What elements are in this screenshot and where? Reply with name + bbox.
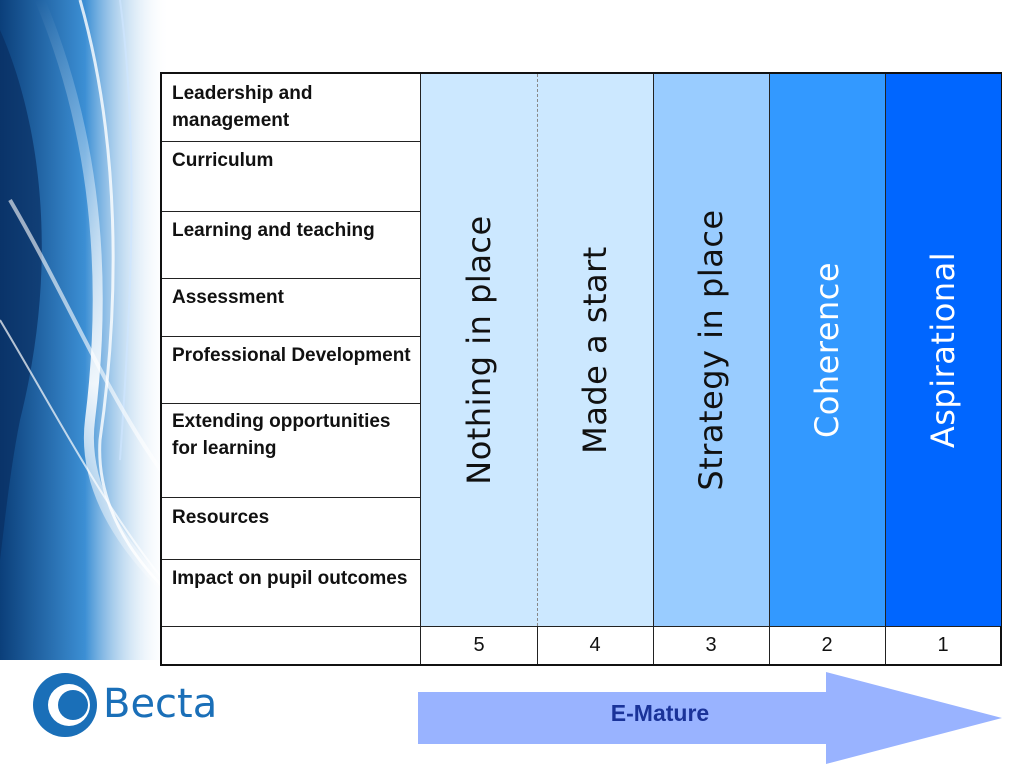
score-row-divider	[162, 626, 1000, 627]
stage-column-aspirational: Aspirational	[885, 74, 1001, 626]
stage-column-made-a-start: Made a start	[537, 74, 653, 626]
stage-label: Strategy in place	[692, 209, 730, 491]
row-label-assessment: Assessment	[172, 287, 284, 308]
row-divider	[162, 559, 421, 560]
row-label-extending-opportunities: Extending opportunities for learning	[172, 411, 391, 459]
row-divider	[162, 403, 421, 404]
stage-score: 3	[705, 634, 717, 656]
row-divider	[162, 336, 421, 337]
progress-arrow	[418, 672, 1002, 764]
row-label-curriculum: Curriculum	[172, 150, 274, 171]
decorative-swirl-background	[0, 0, 240, 660]
stage-score: 2	[821, 634, 833, 656]
column-divider	[537, 626, 538, 664]
row-label-professional-development: Professional Development	[172, 345, 411, 366]
stage-score: 5	[473, 634, 485, 656]
stage-label: Coherence	[808, 261, 846, 439]
dashed-column-divider	[537, 74, 539, 626]
row-divider	[162, 211, 421, 212]
stage-label: Made a start	[576, 246, 614, 454]
stage-score: 4	[589, 634, 601, 656]
arrow-label: E-Mature	[610, 700, 710, 726]
stage-score: 1	[937, 634, 949, 656]
column-divider	[885, 74, 886, 664]
row-label-impact: Impact on pupil outcomes	[172, 568, 408, 589]
row-divider	[162, 141, 421, 142]
stage-column-nothing-in-place: Nothing in place	[421, 74, 537, 626]
stage-column-strategy-in-place: Strategy in place	[653, 74, 769, 626]
row-label-resources: Resources	[172, 507, 270, 528]
column-divider	[653, 74, 654, 664]
stage-label: Nothing in place	[460, 215, 498, 485]
stage-label: Aspirational	[924, 251, 962, 449]
logo-text: Becta	[103, 681, 217, 727]
column-divider	[769, 74, 770, 664]
stage-column-coherence: Coherence	[769, 74, 885, 626]
row-label-leadership: Leadership and management	[172, 83, 313, 131]
maturity-matrix-table: Nothing in place Made a start Strategy i…	[160, 72, 1002, 666]
column-divider	[420, 74, 421, 664]
row-divider	[162, 497, 421, 498]
row-divider	[162, 278, 421, 279]
row-label-learning-teaching: Learning and teaching	[172, 220, 375, 241]
becta-logo: Becta	[33, 673, 217, 737]
